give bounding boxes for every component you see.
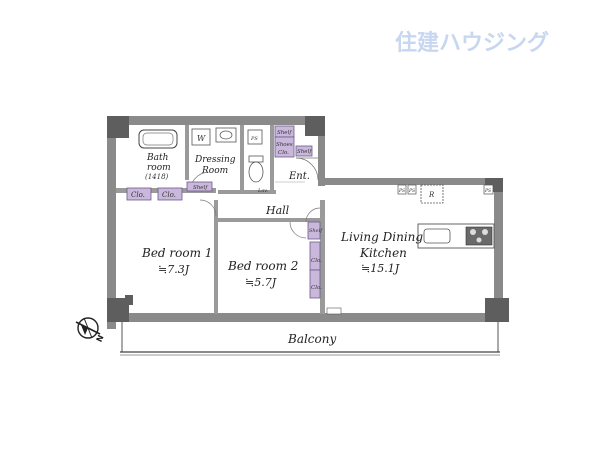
bedroom-1-area: ≒7.3J — [158, 263, 190, 276]
closet-4-label: Clo. — [311, 285, 322, 291]
closet-3-label: Clo. — [311, 258, 322, 264]
exterior-walls — [107, 116, 509, 329]
bedroom-2-area: ≒5.7J — [245, 276, 277, 289]
washer-mark: W — [197, 134, 206, 143]
ps-label-3: PS — [408, 188, 415, 194]
shelf-3: Shelf — [193, 185, 208, 191]
toilet: PS Lav. — [247, 129, 269, 194]
balcony: Balcony — [120, 322, 500, 356]
bath-label: Bath — [146, 153, 168, 163]
closets: Clo. Clo. Shelf Shelf Clo. Clo. — [126, 181, 323, 299]
shelf-4: Shelf — [309, 228, 323, 234]
bedroom-2-name: Bed room 2 — [227, 259, 298, 273]
bathroom: Bath room (1418) — [138, 129, 178, 181]
shelf-2: Shelf — [297, 149, 312, 155]
bedroom-1-name: Bed room 1 — [141, 246, 212, 260]
shelf-1: Shelf — [277, 130, 292, 136]
ps-label-4: PS — [484, 188, 491, 194]
hall-label: Hall — [265, 204, 290, 217]
bedroom-1: Bed room 1 ≒7.3J — [141, 246, 212, 276]
closet-2-label: Clo. — [162, 191, 176, 199]
company-watermark: 住建ハウジング — [395, 30, 549, 56]
balcony-label: Balcony — [287, 332, 336, 346]
dressing-label-2: Room — [201, 166, 228, 176]
entrance-label: Ent. — [288, 171, 310, 182]
north-arrow-icon: N — [75, 317, 106, 344]
shoes-clo-label: Clo. — [278, 150, 289, 156]
hall: Hall — [199, 199, 321, 239]
ps-label-1: PS — [250, 136, 258, 142]
bedroom-2: Bed room 2 ≒5.7J — [227, 259, 298, 289]
ldk-name-2: Kitchen — [359, 246, 407, 260]
fridge-label: R — [428, 191, 435, 199]
bath-size: (1418) — [145, 173, 169, 181]
north-label: N — [95, 334, 106, 344]
bath-label-2: room — [147, 163, 171, 173]
shoes-label: Shoes — [276, 142, 293, 148]
ps-label-2: PS — [398, 188, 405, 194]
ldk-area: ≒15.1J — [361, 262, 400, 275]
ldk-name-1: Living Dining — [340, 230, 423, 244]
dressing-label: Dressing — [194, 155, 236, 165]
closet-1-label: Clo. — [131, 191, 145, 199]
dressing-room: W Dressing Room — [189, 127, 237, 191]
toilet-label: Lav. — [257, 188, 269, 194]
living-dining-kitchen: PS PS R PS Living Dining Kitchen ≒15.1J — [326, 184, 495, 315]
entrance: Shelf Shoes Clo. Shelf Ent. — [274, 125, 319, 183]
